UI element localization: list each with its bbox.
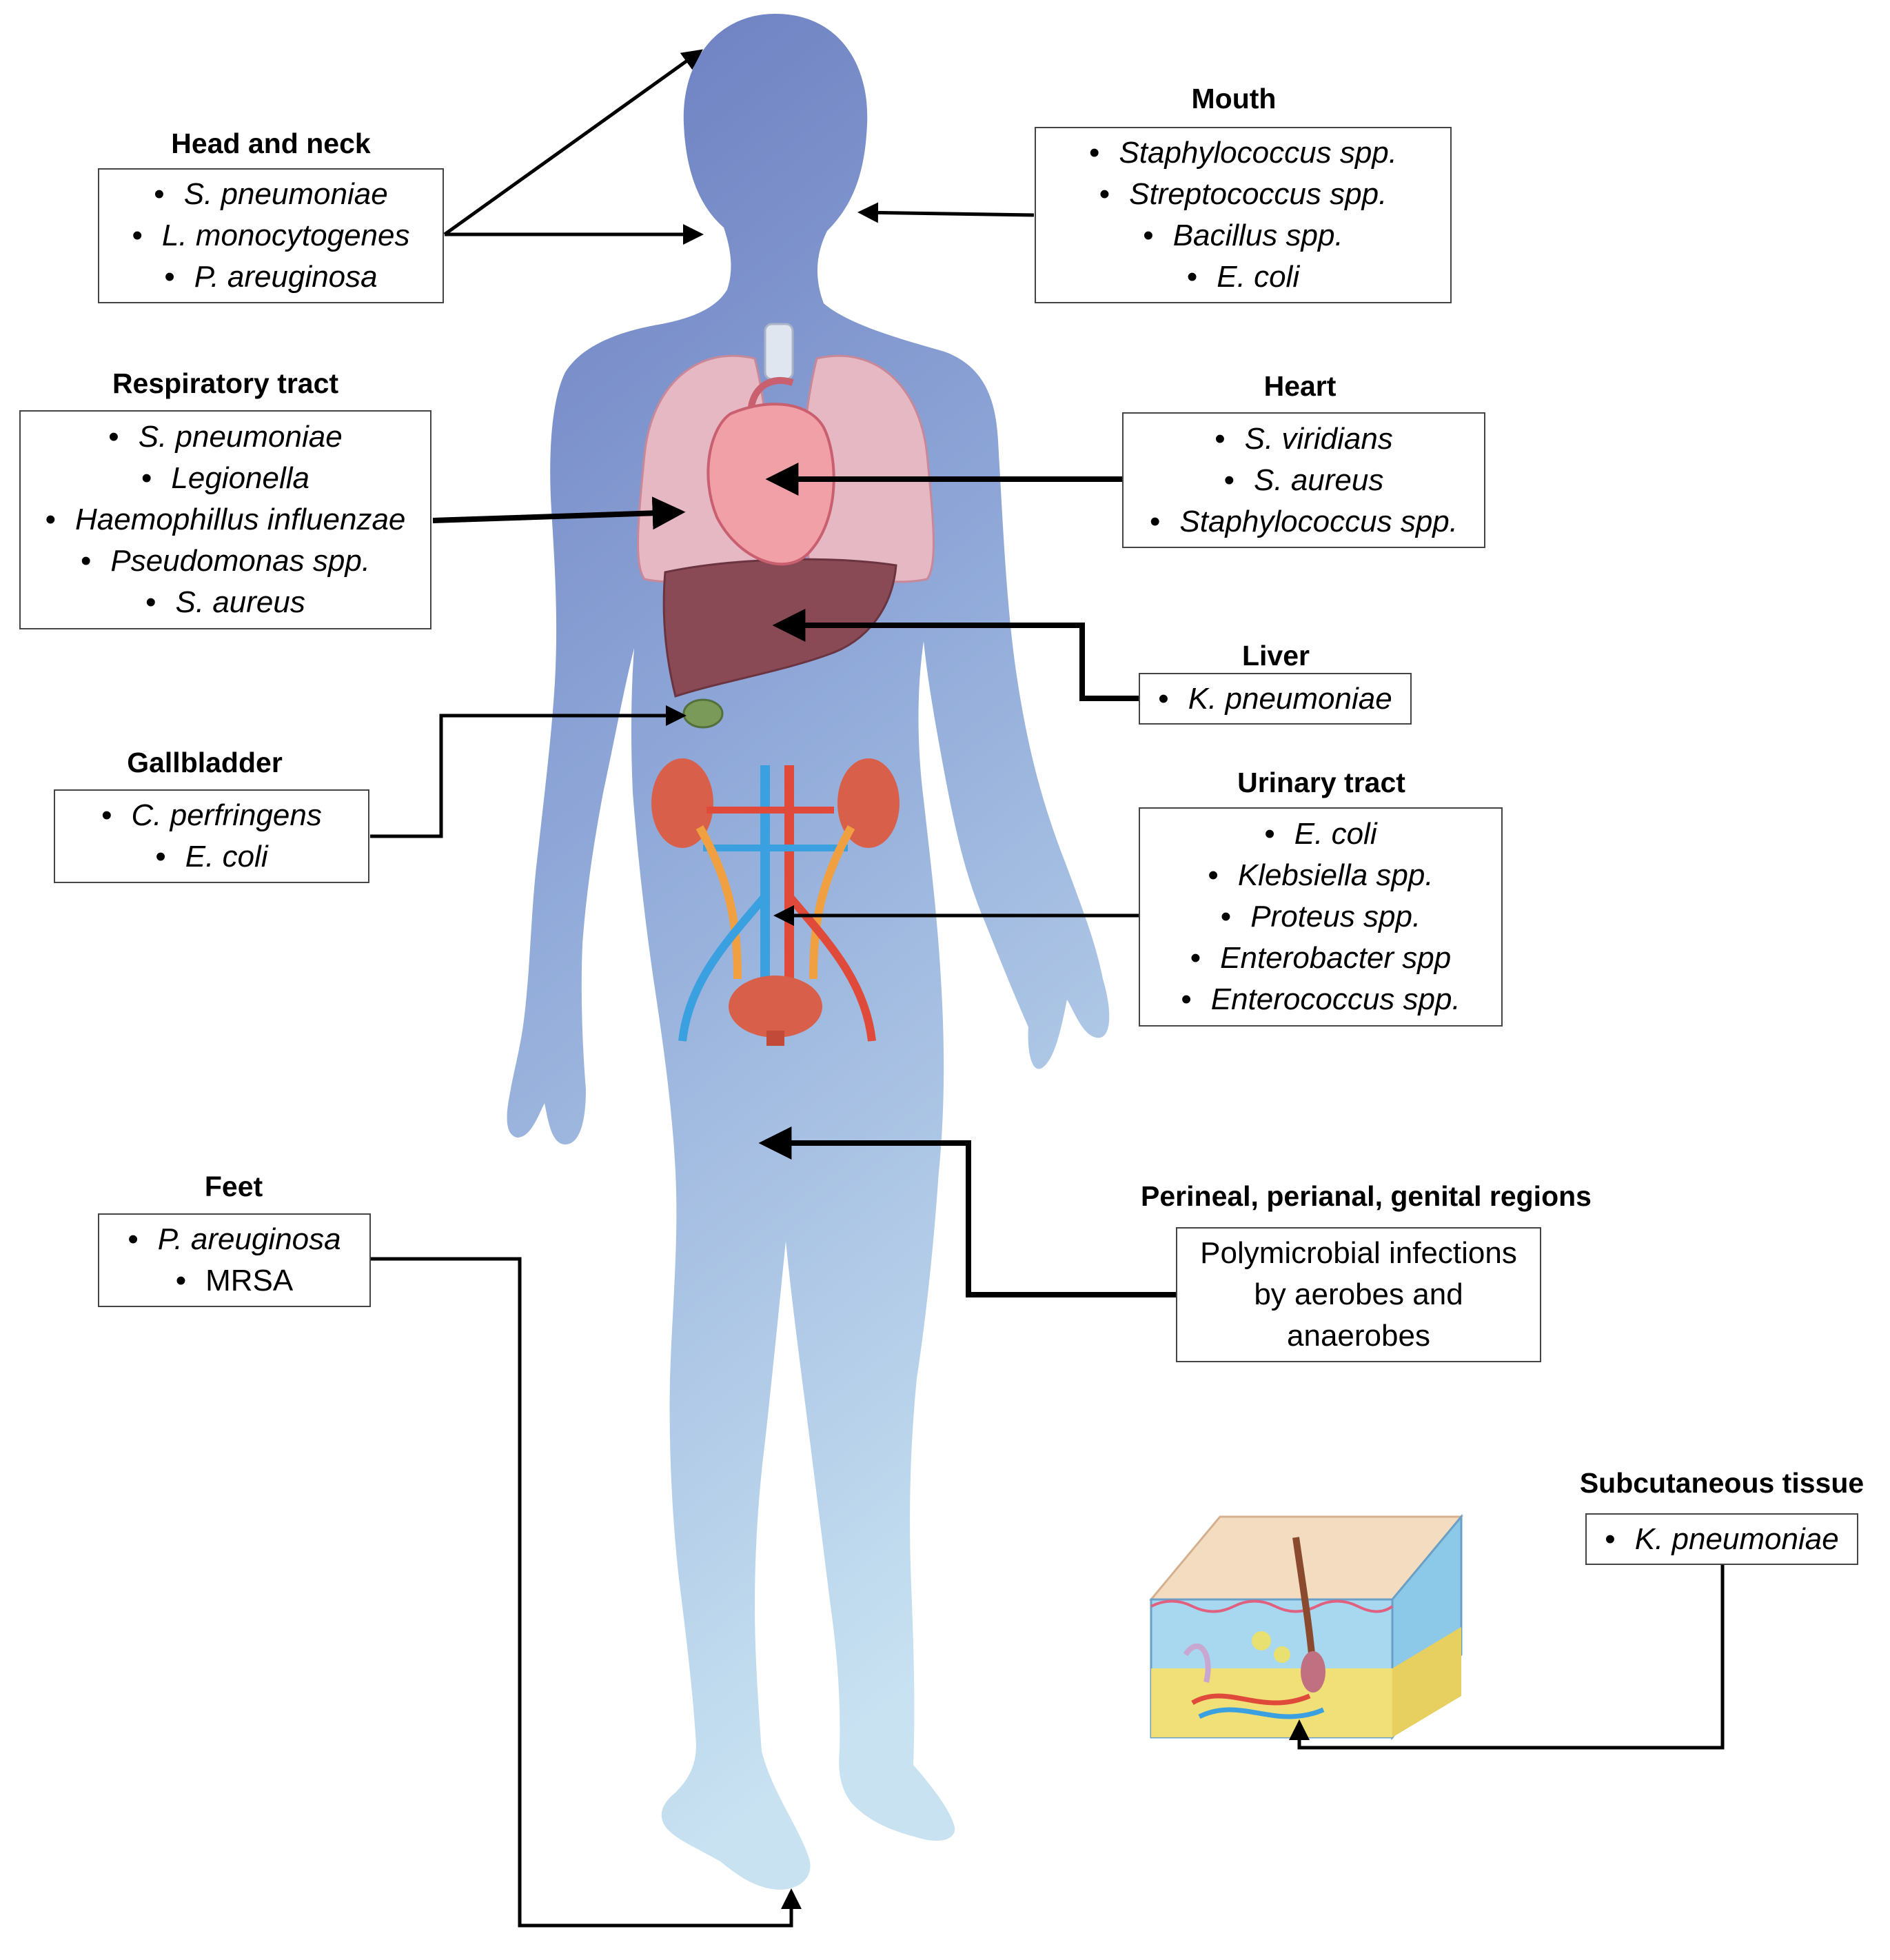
- arrow-mouth: [857, 202, 1035, 223]
- subcutaneous-item: K. pneumoniae: [1605, 1519, 1839, 1560]
- heart-title: Heart: [1263, 370, 1337, 402]
- kidneys-icon: [651, 758, 900, 1042]
- heart-item: S. viridians: [1150, 418, 1458, 460]
- skin-layers-icon: [1148, 1513, 1464, 1741]
- mouth-box: Staphylococcus spp. Streptococcus spp. B…: [1035, 127, 1452, 303]
- head-neck-box: S. pneumoniae L. monocytogenes P. areugi…: [98, 168, 444, 303]
- subcutaneous-title: Subcutaneous tissue: [1579, 1467, 1864, 1499]
- respiratory-item: S. aureus: [45, 582, 406, 623]
- head-neck-title: Head and neck: [171, 128, 371, 159]
- urinary-title: Urinary tract: [1237, 767, 1405, 798]
- heart-item: S. aureus: [1150, 460, 1458, 501]
- urinary-item: Proteus spp.: [1181, 896, 1460, 938]
- feet-title: Feet: [204, 1171, 263, 1202]
- mouth-item: Streptococcus spp.: [1089, 174, 1397, 215]
- arrow-gallbladder: [370, 705, 687, 838]
- respiratory-title: Respiratory tract: [112, 367, 339, 399]
- respiratory-item: Pseudomonas spp.: [45, 540, 406, 582]
- urinary-item: Enterobacter spp: [1181, 938, 1460, 979]
- arrow-respiratory: [432, 496, 686, 530]
- feet-box: P. areuginosa MRSA: [98, 1213, 371, 1307]
- liver-title: Liver: [1242, 640, 1310, 671]
- human-silhouette-icon: [507, 14, 1110, 1890]
- connector-arrows: [370, 49, 1725, 1928]
- respiratory-item: Haemophillus influenzae: [45, 499, 405, 540]
- perineal-text: Polymicrobial infections by aerobes and …: [1200, 1236, 1517, 1353]
- respiratory-item: S. pneumoniae: [45, 416, 406, 458]
- head-neck-item: P. areuginosa: [132, 256, 410, 298]
- gallbladder-box: C. perfringens E. coli: [54, 789, 369, 883]
- mouth-item: E. coli: [1089, 256, 1397, 298]
- heart-box: S. viridians S. aureus Staphylococcus sp…: [1122, 412, 1485, 548]
- urinary-item: Klebsiella spp.: [1181, 855, 1460, 896]
- perineal-title: Perineal, perianal, genital regions: [1141, 1180, 1592, 1212]
- gallbladder-title: Gallbladder: [127, 747, 283, 778]
- urinary-item: E. coli: [1181, 814, 1460, 855]
- urinary-item: Enterococcus spp.: [1181, 979, 1461, 1020]
- perineal-box: Polymicrobial infections by aerobes and …: [1176, 1227, 1541, 1362]
- arrow-feet: [371, 1257, 802, 1928]
- mouth-item: Bacillus spp.: [1089, 215, 1397, 256]
- arrow-liver: [772, 609, 1139, 701]
- gallbladder-item: C. perfringens: [101, 795, 322, 836]
- respiratory-box: S. pneumoniae Legionella Haemophillus in…: [19, 410, 431, 629]
- bladder-icon: [729, 976, 822, 1046]
- mouth-title: Mouth: [1191, 83, 1277, 114]
- subcutaneous-box: K. pneumoniae: [1585, 1513, 1858, 1565]
- liver-item: K. pneumoniae: [1158, 678, 1392, 720]
- gallbladder-item: E. coli: [101, 836, 322, 878]
- liver-box: K. pneumoniae: [1139, 673, 1412, 725]
- arrow-subcutaneous: [1289, 1564, 1725, 1750]
- heart-item: Staphylococcus spp.: [1150, 501, 1458, 543]
- feet-item: P. areuginosa: [128, 1219, 341, 1260]
- mouth-item: Staphylococcus spp.: [1089, 132, 1397, 174]
- urinary-box: E. coli Klebsiella spp. Proteus spp. Ent…: [1139, 807, 1503, 1027]
- arrow-head-neck-top: [443, 49, 703, 236]
- feet-item: MRSA: [128, 1260, 341, 1302]
- head-neck-item: S. pneumoniae: [132, 174, 410, 215]
- head-neck-item: L. monocytogenes: [132, 215, 410, 256]
- gallbladder-icon: [682, 698, 724, 729]
- arrow-perineal: [758, 1127, 1176, 1297]
- respiratory-item: Legionella: [45, 458, 406, 499]
